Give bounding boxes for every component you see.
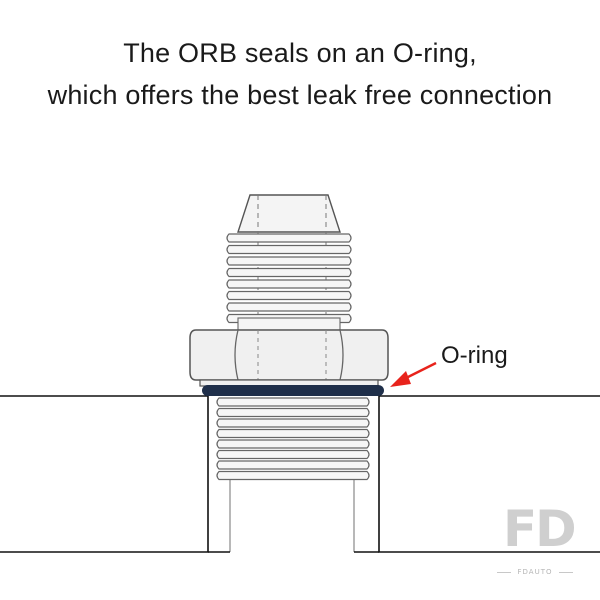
thread-crest — [226, 267, 352, 278]
caption-line-2: which offers the best leak free connecti… — [47, 80, 553, 110]
port-block-left — [0, 395, 209, 553]
upper-threads — [226, 233, 352, 331]
hex-nut-body — [189, 329, 389, 381]
arrow-head — [390, 371, 411, 387]
fdauto-watermark-logo: FD FDAUTO — [497, 498, 577, 580]
port-block-right — [378, 395, 600, 553]
thread-crest — [216, 428, 370, 439]
thread-crest — [216, 449, 370, 460]
thread-crest — [216, 397, 370, 407]
o-ring — [202, 385, 384, 396]
neck — [237, 317, 341, 331]
lower-threads — [216, 397, 370, 481]
port-block — [0, 395, 600, 553]
o-ring-callout-arrow — [390, 361, 437, 387]
thread-crest — [216, 470, 370, 481]
thread-crest — [226, 244, 352, 255]
watermark-text: FDAUTO — [517, 568, 553, 576]
thread-crest — [216, 418, 370, 428]
thread-crest — [226, 290, 352, 301]
thread-crest — [226, 256, 352, 266]
hex-nut — [189, 329, 389, 387]
thread-crest — [216, 439, 370, 449]
watermark-letters: FD — [503, 500, 577, 558]
thread-crest — [216, 460, 370, 470]
flare-cone — [237, 194, 341, 233]
caption-line-1: The ORB seals on an O-ring, — [123, 38, 477, 68]
thread-crest — [226, 279, 352, 289]
thread-crest — [216, 407, 370, 418]
o-ring-label: O-ring — [441, 342, 508, 369]
thread-crest — [226, 233, 352, 243]
thread-crest — [226, 302, 352, 312]
